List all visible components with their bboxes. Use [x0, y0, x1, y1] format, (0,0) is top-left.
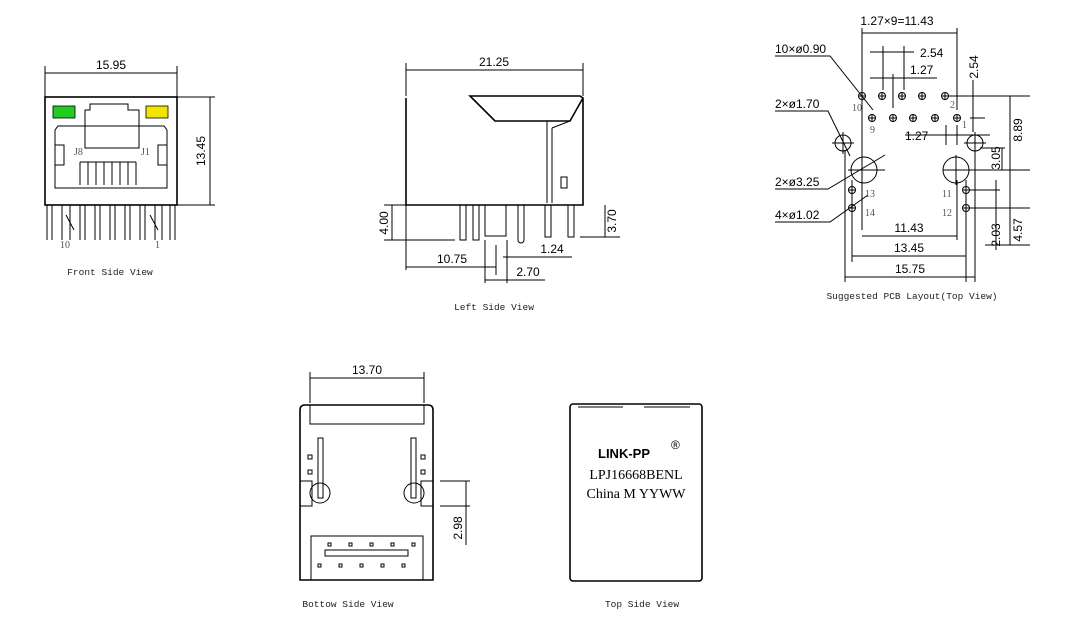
pin-pad	[390, 542, 395, 547]
pin-pad	[369, 542, 374, 547]
brand-logo: LINK-PP	[598, 446, 650, 461]
caption-left: Left Side View	[454, 302, 534, 313]
pin-13-label: 13	[865, 189, 875, 200]
contact-fingers	[79, 161, 137, 185]
holes-170-label: 2×ø1.70	[775, 97, 820, 111]
pin-2-label: 2	[950, 100, 955, 111]
pin-pad	[327, 542, 332, 547]
dim-8-89: 8.89	[1011, 118, 1025, 142]
pin-pad	[380, 563, 385, 568]
holes-102-label: 4×ø1.02	[775, 208, 820, 222]
length-dimension: 21.25	[479, 55, 509, 69]
pins	[46, 205, 176, 240]
offset-dimension: 10.75	[437, 252, 467, 266]
origin-date-code: China M YYWW	[586, 487, 686, 502]
pin-10-label: 10	[852, 103, 862, 114]
pin-10-label: 10	[60, 240, 70, 251]
jack-body	[44, 96, 178, 206]
height-dimension: 13.45	[194, 136, 208, 166]
front-side-view: 15.95 J8 J1 13.45 10 1 Front Side View	[44, 58, 215, 278]
pitch-1-27: 1.27	[910, 63, 934, 77]
pin-1-label: 1	[962, 120, 967, 131]
latch-tab	[84, 103, 140, 127]
bottom-side-view: 13.70 2.98 Bottow Side View	[299, 363, 470, 610]
pin-12-label: 12	[942, 208, 952, 219]
caption-top: Top Side View	[605, 599, 679, 610]
caption-pcb: Suggested PCB Layout(Top View)	[826, 291, 997, 302]
caption-front: Front Side View	[67, 267, 153, 278]
dim-4-57: 4.57	[1011, 218, 1025, 242]
caption-bottom: Bottow Side View	[302, 599, 394, 610]
rj45-opening	[54, 125, 168, 189]
width-dimension: 15.95	[96, 58, 126, 72]
left-side-view: 21.25 4.00 3.70 10.75 2.70 1.24 Left Sid…	[377, 55, 620, 313]
post-dimension: 2.70	[516, 265, 540, 279]
pin-height-dimension: 4.00	[377, 211, 391, 235]
signal-pin-holes	[858, 92, 961, 122]
pin-pad	[338, 563, 343, 568]
label-j1: J1	[141, 147, 150, 158]
dim-3-05: 3.05	[989, 146, 1003, 170]
span-dimension: 1.27×9=11.43	[860, 14, 934, 28]
pcb-layout-view: 1.27×9=11.43 2.54 1.27 10×ø0.90 10 9 2 1…	[775, 14, 1030, 302]
holes-325-label: 2×ø3.25	[775, 175, 820, 189]
pin-9-label: 9	[870, 125, 875, 136]
led-yellow	[145, 105, 169, 119]
dim-11-43: 11.43	[894, 221, 923, 235]
dim-13-45: 13.45	[894, 241, 924, 255]
pin-1-label: 1	[155, 240, 160, 251]
pin-pad	[317, 563, 322, 568]
pin-11-label: 11	[942, 189, 952, 200]
dim-15-75: 15.75	[895, 262, 925, 276]
width-dimension: 13.70	[352, 363, 382, 377]
pin-pad	[348, 542, 353, 547]
registered-mark: ®	[671, 438, 680, 452]
pin-pad	[411, 542, 416, 547]
offset-1-27: 1.27	[905, 129, 929, 143]
hole-dimension: 2.98	[451, 516, 465, 540]
pitch-2-54: 2.54	[920, 46, 944, 60]
side-body	[405, 95, 584, 206]
pin-pad	[359, 563, 364, 568]
right-pin-dimension: 3.70	[605, 209, 619, 233]
pin-dimension: 1.24	[540, 242, 564, 256]
bottom-body	[299, 404, 434, 581]
part-number: LPJ16668BENL	[589, 468, 682, 483]
bottom-pins	[317, 542, 416, 568]
pin-14-label: 14	[865, 208, 875, 219]
holes-090-label: 10×ø0.90	[775, 42, 826, 56]
row-dimension: 2.54	[967, 55, 981, 79]
dim-2-03: 2.03	[989, 223, 1003, 247]
top-side-view: LINK-PP ® LPJ16668BENL China M YYWW Top …	[569, 403, 703, 610]
pin-pad	[401, 563, 406, 568]
top-body	[569, 403, 703, 582]
led-green	[52, 105, 76, 119]
label-j8: J8	[74, 147, 83, 158]
